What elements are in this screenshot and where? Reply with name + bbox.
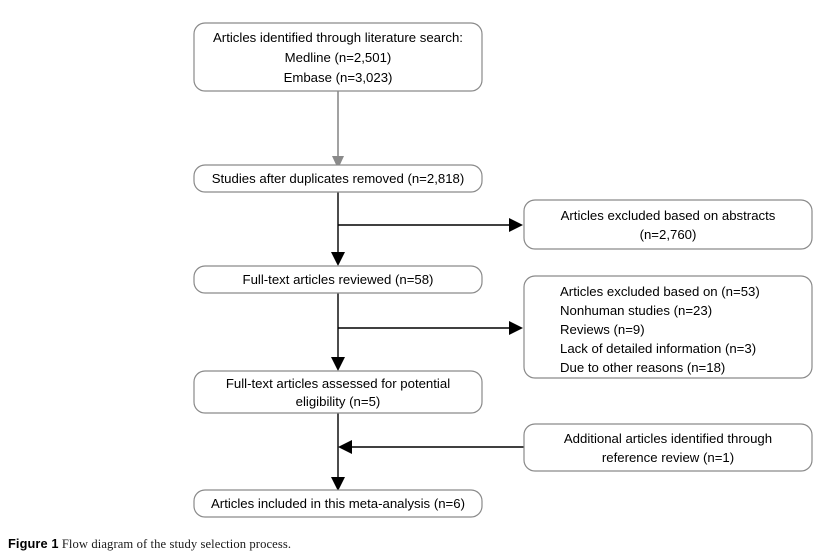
node-articles-identified: Articles identified through literature s… xyxy=(193,22,483,92)
node-excluded-abstracts-shape xyxy=(523,199,813,250)
node-duplicates-removed-shape xyxy=(193,164,483,193)
figure-caption-label: Figure 1 xyxy=(8,536,59,551)
node-articles-identified-line-2: Medline (n=2,501) xyxy=(285,50,392,65)
node-articles-identified-line-1: Articles identified through literature s… xyxy=(213,30,463,45)
node-articles-identified-line-3: Embase (n=3,023) xyxy=(284,70,393,85)
node-assessed-eligibility-shape xyxy=(193,370,483,414)
node-additional-articles-shape xyxy=(523,423,813,472)
node-additional-articles: Additional articles identified through r… xyxy=(523,423,813,472)
figure-caption-text: Flow diagram of the study selection proc… xyxy=(61,537,292,551)
node-excluded-abstracts-line-2: (n=2,760) xyxy=(640,227,697,242)
edge-identified-to-duplicates xyxy=(332,91,344,169)
node-fulltext-reviewed: Full-text articles reviewed (n=58) xyxy=(193,265,483,294)
node-duplicates-removed: Studies after duplicates removed (n=2,81… xyxy=(193,164,483,193)
node-articles-identified-shape xyxy=(193,22,483,92)
edge-fulltext-to-assessed xyxy=(331,293,345,371)
node-articles-included-shape xyxy=(193,489,483,518)
node-additional-articles-line-2: reference review (n=1) xyxy=(602,450,734,465)
node-fulltext-reviewed-shape xyxy=(193,265,483,294)
node-excluded-fulltext-reasons: Articles excluded based on (n=53) Nonhum… xyxy=(523,275,813,379)
node-excluded-abstracts-line-1: Articles excluded based on abstracts xyxy=(561,208,776,223)
edge-duplicates-to-fulltext xyxy=(331,192,345,266)
node-assessed-eligibility-line-1: Full-text articles assessed for potentia… xyxy=(226,376,450,391)
figure-caption: Figure 1 Flow diagram of the study selec… xyxy=(8,536,810,552)
node-excluded-fulltext-reasons-shape xyxy=(523,275,813,379)
node-fulltext-reviewed-line-1: Full-text articles reviewed (n=58) xyxy=(243,272,434,287)
node-additional-articles-line-1: Additional articles identified through xyxy=(564,431,772,446)
node-excluded-fulltext-reasons-line-5: Due to other reasons (n=18) xyxy=(560,360,725,375)
node-articles-included-line-1: Articles included in this meta-analysis … xyxy=(211,496,465,511)
node-excluded-abstracts: Articles excluded based on abstracts (n=… xyxy=(523,199,813,250)
edge-fulltext-to-excluded-reasons xyxy=(338,321,523,335)
node-duplicates-removed-line-1: Studies after duplicates removed (n=2,81… xyxy=(212,171,465,186)
edge-assessed-to-included xyxy=(331,413,345,491)
node-excluded-fulltext-reasons-line-1: Articles excluded based on (n=53) xyxy=(560,284,760,299)
node-excluded-fulltext-reasons-line-4: Lack of detailed information (n=3) xyxy=(560,341,756,356)
node-articles-included: Articles included in this meta-analysis … xyxy=(193,489,483,518)
node-excluded-fulltext-reasons-line-3: Reviews (n=9) xyxy=(560,322,645,337)
node-assessed-eligibility: Full-text articles assessed for potentia… xyxy=(193,370,483,414)
flow-diagram-canvas: Articles identified through literature s… xyxy=(193,22,813,518)
edge-additional-to-included xyxy=(338,440,524,454)
node-excluded-fulltext-reasons-line-2: Nonhuman studies (n=23) xyxy=(560,303,712,318)
node-assessed-eligibility-line-2: eligibility (n=5) xyxy=(296,394,381,409)
edge-duplicates-to-excluded-abstracts xyxy=(338,218,523,232)
